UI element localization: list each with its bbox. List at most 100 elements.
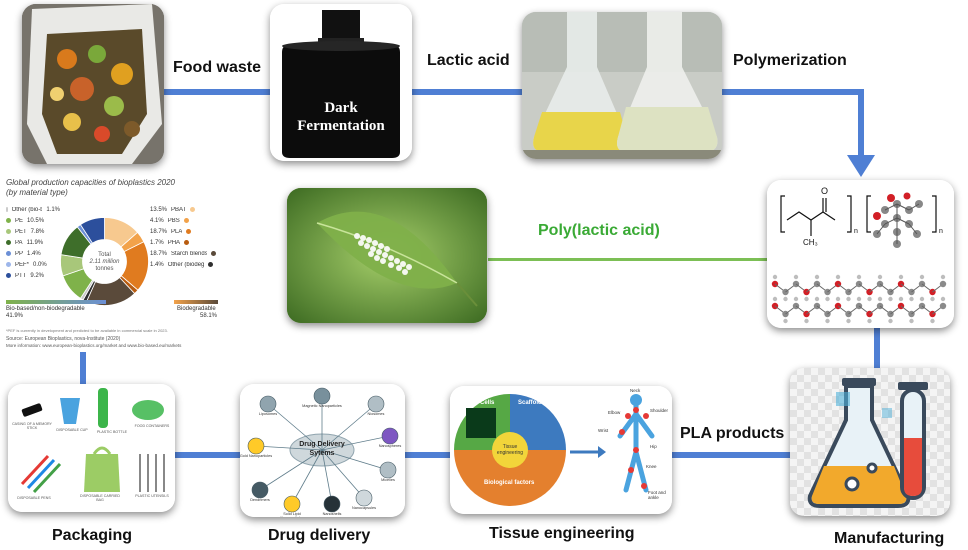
chart-left-legend: Other (bio-based/non-biodegradable)1.1%P… — [6, 204, 60, 281]
chain-hydrogen — [909, 318, 914, 324]
left-group-label: Bio-based/non-biodegradable — [6, 306, 85, 312]
drug-link — [291, 449, 323, 505]
chain-hydrogen — [835, 274, 841, 280]
legend-name: Starch blends — [171, 250, 208, 257]
chain-hydrogen — [856, 296, 862, 302]
connector-fermentation-to-flasks — [410, 89, 525, 95]
connector-pla-to-polymer — [488, 258, 773, 261]
legend-name: PE — [15, 217, 24, 224]
legend-value: 7.8% — [30, 228, 45, 235]
pie-center-line1: Total — [98, 252, 111, 258]
chart-subtitle: (by material type) — [6, 188, 68, 197]
pie-slice-ptt — [79, 217, 105, 244]
tissue-center-label: Tissue engineering — [496, 444, 524, 456]
dark-fermentation-image: Dark Fermentation — [270, 4, 412, 161]
packaging-item-label: CASING OF A MEMORY STICK — [12, 422, 52, 430]
legend-swatch — [190, 207, 196, 212]
chain-hydrogen — [814, 296, 820, 302]
chart-more-info: More information: www.european-bioplasti… — [6, 343, 182, 348]
nanoparticle-icon — [283, 495, 301, 513]
left-legend-item: Other (bio-based/non-biodegradable)1.1% — [6, 204, 60, 215]
arrowhead-down — [847, 155, 875, 177]
chain-hydrogen — [888, 318, 893, 324]
legend-name: PET — [15, 228, 27, 235]
nanoparticle-icon — [355, 489, 373, 507]
tissue-cells-label: Cells — [480, 400, 495, 406]
legend-swatch — [183, 218, 189, 223]
drug-system-label: Dendrimers — [250, 498, 270, 502]
connector-drug-to-tissue — [405, 452, 450, 458]
label-lactic-acid: Lactic acid — [427, 52, 510, 69]
chain-hydrogen — [867, 296, 872, 302]
right-legend-item: 4.1%PBS — [150, 215, 220, 226]
packaging-item-label: DISPOSABLE CARRIED BAG — [80, 494, 120, 502]
body-part-label: Elbow — [608, 410, 621, 415]
chain-hydrogen — [877, 296, 883, 302]
chain-hydrogen — [835, 296, 841, 302]
chain-hydrogen — [804, 296, 809, 302]
right-legend-item: 1.4%Other (biodegradable) — [150, 259, 220, 270]
legend-name: PTT — [15, 272, 27, 279]
drug-link — [321, 449, 365, 499]
drug-system-label: Gold Nanoparticles — [240, 454, 273, 458]
chain-hydrogen — [888, 296, 893, 302]
tissue-scaffolds-label: Scaffolds — [518, 400, 546, 406]
drug-system-label: Solid Lipid Nanoparticles — [280, 512, 303, 517]
nanoparticle-icon — [247, 437, 265, 455]
nanoparticle-icon — [259, 395, 277, 413]
label-tissue-engineering: Tissue engineering — [489, 525, 635, 542]
chain-hydrogen — [940, 296, 946, 302]
nanoparticle-icon — [367, 395, 385, 413]
pie-center-line2: 2.11 million — [89, 259, 120, 265]
legend-value: 18.7% — [150, 228, 168, 235]
label-manufacturing: Manufacturing — [834, 530, 945, 547]
right-legend-item: 18.7%Starch blends — [150, 248, 220, 259]
chain-hydrogen — [909, 296, 914, 302]
body-part-label: Knee — [646, 464, 657, 469]
chain-hydrogen — [825, 296, 830, 302]
chain-hydrogen — [898, 274, 904, 280]
nanoparticle-icon — [323, 495, 341, 513]
packaging-item-label: FOOD CONTAINERS — [134, 424, 170, 428]
nanoparticle-icon — [381, 427, 399, 445]
connector-polymer-to-manufacturing — [874, 328, 880, 368]
drug-system-label: Niosomes — [367, 412, 385, 416]
legend-value: 1.7% — [150, 239, 164, 246]
drug-link — [267, 403, 323, 451]
drug-system-label: Nanoshells — [322, 512, 342, 516]
right-group-label: Biodegradable — [177, 306, 216, 312]
right-legend-item: 18.7%PLA — [150, 226, 220, 237]
body-part-label: Wrist — [598, 428, 609, 433]
drug-link — [321, 449, 333, 505]
pie-center-line3: tonnes — [95, 266, 114, 272]
connector-down-to-polymer — [858, 89, 864, 159]
chart-source: Source: European Bioplastics, nova-Insti… — [6, 336, 121, 342]
chain-hydrogen — [814, 274, 820, 280]
legend-name: PLA — [171, 228, 183, 235]
legend-value: 11.9% — [26, 239, 44, 246]
nanoparticle-icon — [313, 387, 331, 405]
drug-center-line1: Drug Delivery — [299, 441, 345, 448]
drug-link — [321, 403, 377, 451]
chain-hydrogen — [846, 296, 851, 302]
legend-swatch — [6, 207, 8, 212]
chain-hydrogen — [783, 296, 788, 302]
legend-swatch — [6, 229, 11, 234]
connector-chart-to-packaging — [80, 345, 86, 385]
chart-footnote: *PEF is currently in development and pre… — [6, 328, 168, 333]
packaging-item-label: DISPOSABLE PENS — [17, 496, 51, 500]
pla-leaf-image — [287, 188, 487, 323]
chain-hydrogen — [867, 318, 872, 324]
drug-system-label: Nanocapsules — [351, 506, 377, 510]
chain-atom — [939, 302, 947, 310]
chain-hydrogen — [846, 318, 851, 324]
label-packaging: Packaging — [52, 527, 133, 544]
legend-value: 1.1% — [46, 206, 60, 213]
left-legend-item: PEF*0.0% — [6, 259, 60, 270]
drug-system-label: Nanospheres — [378, 444, 402, 448]
legend-value: 9.2% — [30, 272, 45, 279]
